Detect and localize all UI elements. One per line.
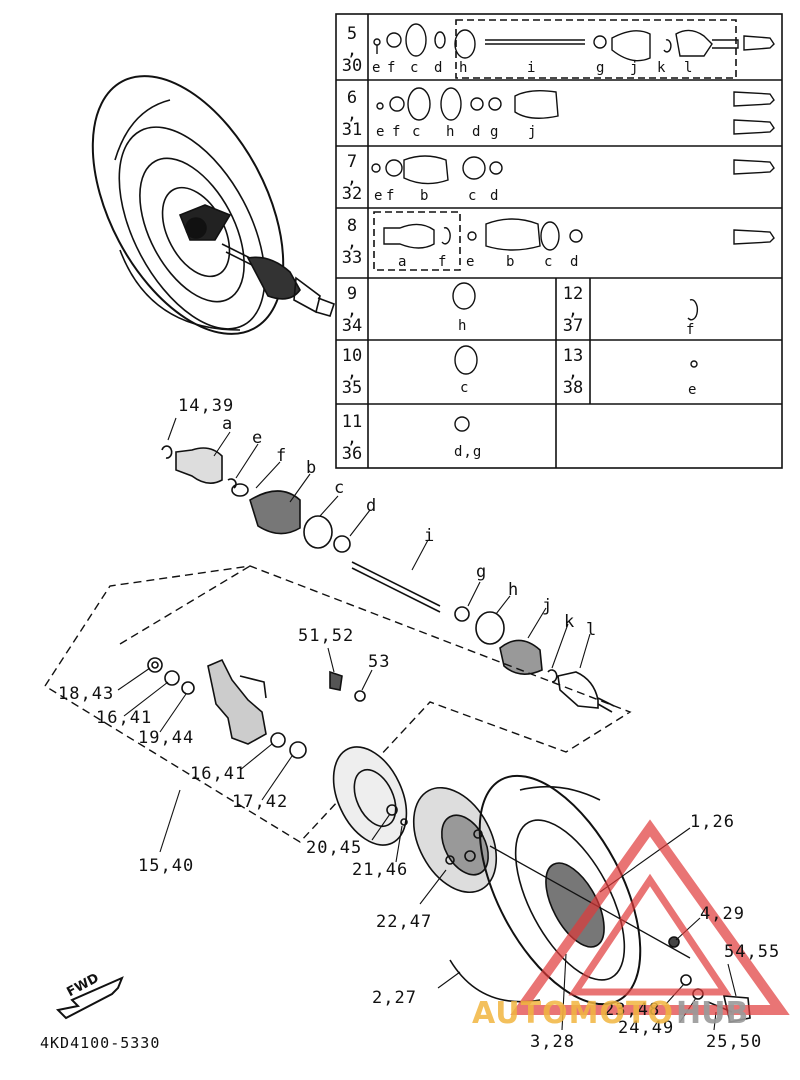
callout-label: 21,46 — [352, 860, 409, 880]
fwd-arrow-icon — [55, 976, 124, 1020]
table-letter: j — [630, 60, 640, 76]
callout-label: e — [252, 428, 264, 448]
table-row-num2-6: 13,38 — [562, 346, 584, 398]
callout-label: h — [508, 580, 520, 600]
watermark-text: AUTOMOTO — [472, 996, 674, 1031]
table-row-num-5: 9,34 — [341, 284, 363, 336]
table-letter: c — [468, 188, 478, 204]
callout-label: 23,48 — [604, 1000, 661, 1020]
table-row-num-2: 6,31 — [341, 88, 363, 140]
callout-label: 24,49 — [618, 1018, 675, 1038]
table-letter: f — [387, 60, 397, 76]
table-letter: e — [372, 60, 382, 76]
callout-label: d — [366, 496, 378, 516]
table-letter: b — [420, 188, 430, 204]
wheel-bottom-right — [449, 774, 751, 1023]
callout-label: a — [222, 414, 234, 434]
parts-table-grid — [335, 13, 783, 469]
table-letter: e — [376, 124, 386, 140]
table-letter: l — [684, 60, 694, 76]
callout-label: 17,42 — [232, 792, 289, 812]
table-letter: d — [472, 124, 482, 140]
diagram-code: 4KD4100-5330 — [40, 1034, 161, 1052]
callout-label: 15,40 — [138, 856, 195, 876]
callout-label: 16,41 — [190, 764, 247, 784]
table-row-num-6: 10,35 — [341, 346, 363, 398]
table-letter: e — [374, 188, 384, 204]
drive-shaft-exploded — [161, 445, 615, 713]
table-letter: a — [398, 254, 408, 270]
knuckle-dashed-outline — [44, 565, 632, 843]
table-letter: i — [527, 60, 537, 76]
table-letter: e — [466, 254, 476, 270]
callout-label: 20,45 — [306, 838, 363, 858]
table-letter: d — [570, 254, 580, 270]
table-letter: d,g — [454, 444, 483, 460]
table-part-sketches — [371, 23, 775, 432]
callout-label: 1,26 — [690, 812, 735, 832]
table-row-num-7: 11,36 — [341, 412, 363, 464]
callout-label: 25,50 — [706, 1032, 763, 1052]
callout-label: 14,39 — [178, 396, 235, 416]
callout-label: 51,52 — [298, 626, 355, 646]
table-letter: g — [490, 124, 500, 140]
callout-label: j — [542, 596, 554, 616]
callout-label: b — [306, 458, 318, 478]
table-letter: d — [490, 188, 500, 204]
callout-label: c — [334, 478, 346, 498]
table-letter: d — [434, 60, 444, 76]
callout-label: k — [564, 612, 576, 632]
callout-label: g — [476, 562, 488, 582]
table-letter: b — [506, 254, 516, 270]
callout-label: 4,29 — [700, 904, 745, 924]
brake-disc-hub — [332, 746, 498, 894]
table-letter: f — [438, 254, 448, 270]
callout-label: 22,47 — [376, 912, 433, 932]
callout-label: l — [586, 620, 598, 640]
callout-label: f — [276, 446, 288, 466]
callout-label: 18,43 — [58, 684, 115, 704]
table-letter: c — [412, 124, 422, 140]
table-letter: e — [688, 382, 698, 398]
table-letter: c — [410, 60, 420, 76]
watermark-text-suffix: HUB — [676, 996, 749, 1031]
callout-label: 19,44 — [138, 728, 195, 748]
table-letter: g — [596, 60, 606, 76]
table-letter: f — [392, 124, 402, 140]
steering-knuckle — [147, 657, 366, 759]
table-letter: h — [458, 318, 468, 334]
callout-label: 54,55 — [724, 942, 781, 962]
table-row-num-1: 5,30 — [341, 24, 363, 76]
wheel-top-left — [91, 75, 336, 335]
table-letter: c — [460, 380, 470, 396]
watermark-logo — [510, 819, 790, 1015]
table-letter: f — [686, 322, 696, 338]
callout-label: i — [424, 526, 436, 546]
table-letter: k — [657, 60, 667, 76]
callout-label: 16,41 — [96, 708, 153, 728]
table-letter: h — [459, 60, 469, 76]
callout-label: 53 — [368, 652, 391, 672]
table-row-num-4: 8,33 — [341, 216, 363, 268]
table-letter: h — [446, 124, 456, 140]
callout-label: 3,28 — [530, 1032, 575, 1052]
table-letter: f — [386, 188, 396, 204]
table-row-num-3: 7,32 — [341, 152, 363, 204]
table-letter: c — [544, 254, 554, 270]
callout-label: 2,27 — [372, 988, 417, 1008]
table-row-num2-5: 12,37 — [562, 284, 584, 336]
leader-lines — [117, 417, 737, 1031]
table-letter: j — [528, 124, 538, 140]
